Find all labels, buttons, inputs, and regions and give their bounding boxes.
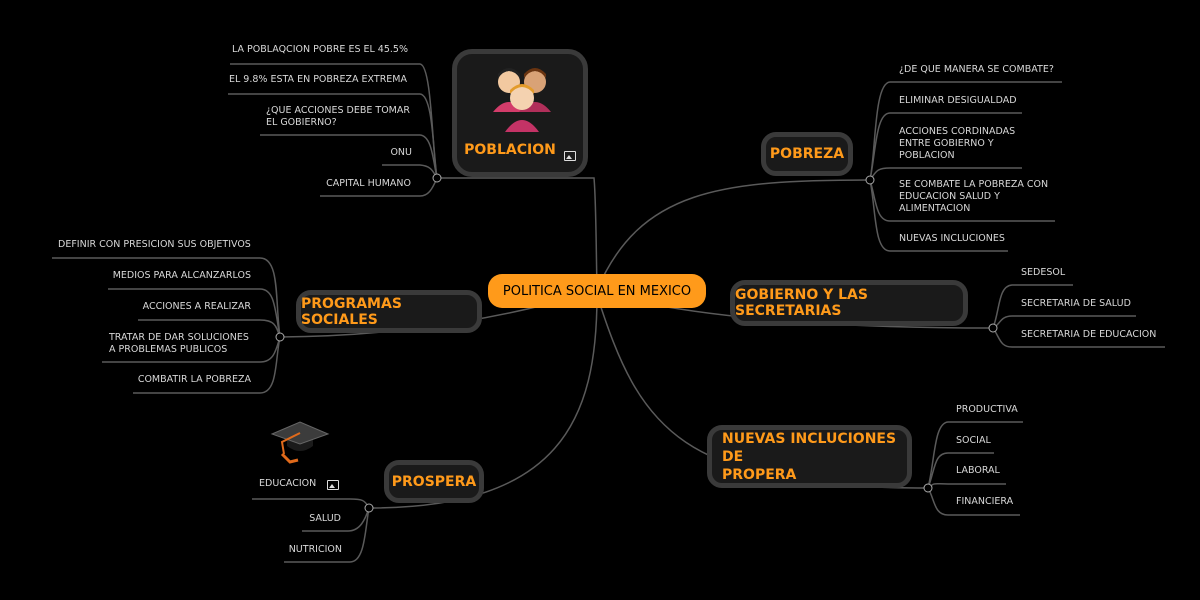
- topic-label: GOBIERNO Y LAS SECRETARIAS: [735, 287, 963, 319]
- leaf-item[interactable]: LABORAL: [956, 465, 1016, 477]
- leaf-item[interactable]: DEFINIR CON PRESICION SUS OBJETIVOS: [58, 239, 268, 251]
- leaf-item[interactable]: ONU: [340, 147, 412, 159]
- leaf-line: [382, 165, 437, 178]
- junction-dot: [989, 324, 997, 332]
- leaf-item[interactable]: MEDIOS PARA ALCANZARLOS: [100, 270, 251, 282]
- leaf-item[interactable]: ¿QUE ACCIONES DEBE TOMAR EL GOBIERNO?: [266, 105, 426, 129]
- people-icon: [485, 64, 561, 134]
- leaf-line: [108, 289, 280, 337]
- image-icon[interactable]: [564, 151, 576, 161]
- image-icon[interactable]: [327, 480, 339, 490]
- central-topic[interactable]: POLITICA SOCIAL EN MEXICO: [488, 274, 706, 308]
- leaf-item[interactable]: ¿DE QUE MANERA SE COMBATE?: [899, 64, 1069, 76]
- junction-dot: [365, 504, 373, 512]
- topic-pobreza[interactable]: POBREZA: [761, 132, 853, 176]
- leaf-line: [993, 316, 1136, 328]
- leaf-item[interactable]: ELIMINAR DESIGUALDAD: [899, 95, 1039, 107]
- leaf-item[interactable]: SE COMBATE LA POBREZA CON EDUCACION SALU…: [899, 179, 1059, 215]
- leaf-item[interactable]: TRATAR DE DAR SOLUCIONES A PROBLEMAS PUB…: [109, 332, 269, 356]
- graduation-cap-icon: [270, 418, 330, 468]
- leaf-item[interactable]: NUEVAS INCLUCIONES: [899, 233, 1019, 245]
- leaf-item[interactable]: SOCIAL: [956, 435, 1006, 447]
- leaf-item[interactable]: NUTRICION: [280, 544, 342, 556]
- central-topic-label: POLITICA SOCIAL EN MEXICO: [503, 284, 691, 299]
- leaf-line: [252, 499, 369, 508]
- topic-programas-sociales[interactable]: PROGRAMAS SOCIALES: [296, 290, 482, 333]
- junction-dot: [433, 174, 441, 182]
- leaf-item[interactable]: PRODUCTIVA: [956, 404, 1026, 416]
- leaf-item[interactable]: ACCIONES A REALIZAR: [120, 301, 251, 313]
- topic-prospera[interactable]: PROSPERA: [384, 460, 484, 503]
- leaf-item[interactable]: SALUD: [290, 513, 341, 525]
- junction-dot: [276, 333, 284, 341]
- leaf-item[interactable]: CAPITAL HUMANO: [300, 178, 411, 190]
- topic-label: NUEVAS INCLUCIONES DE PROPERA: [722, 430, 907, 484]
- leaf-item[interactable]: ACCIONES CORDINADAS ENTRE GOBIERNO Y POB…: [899, 126, 1039, 162]
- leaf-item[interactable]: SEDESOL: [1021, 267, 1081, 279]
- topic-label: PROGRAMAS SOCIALES: [301, 296, 477, 328]
- leaf-item[interactable]: EL 9.8% ESTA EN POBREZA EXTREMA: [200, 74, 407, 86]
- leaf-item[interactable]: COMBATIR LA POBREZA: [120, 374, 251, 386]
- topic-gobierno-secretarias[interactable]: GOBIERNO Y LAS SECRETARIAS: [730, 280, 968, 326]
- topic-label: POBREZA: [770, 146, 844, 162]
- leaf-item[interactable]: LA POBLAQCION POBRE ES EL 45.5%: [200, 44, 408, 56]
- topic-poblacion[interactable]: POBLACION: [452, 49, 588, 177]
- leaf-item[interactable]: SECRETARIA DE EDUCACION: [1021, 329, 1161, 341]
- leaf-item[interactable]: SECRETARIA DE SALUD: [1021, 298, 1141, 310]
- topic-nuevas-incluciones[interactable]: NUEVAS INCLUCIONES DE PROPERA: [707, 425, 912, 488]
- leaf-item[interactable]: EDUCACION: [259, 478, 329, 490]
- leaf-item[interactable]: FINANCIERA: [956, 496, 1026, 508]
- topic-label: POBLACION: [464, 142, 556, 158]
- topic-label: PROSPERA: [392, 474, 476, 490]
- leaf-line: [928, 484, 1006, 488]
- junction-dot: [924, 484, 932, 492]
- junction-dot: [866, 176, 874, 184]
